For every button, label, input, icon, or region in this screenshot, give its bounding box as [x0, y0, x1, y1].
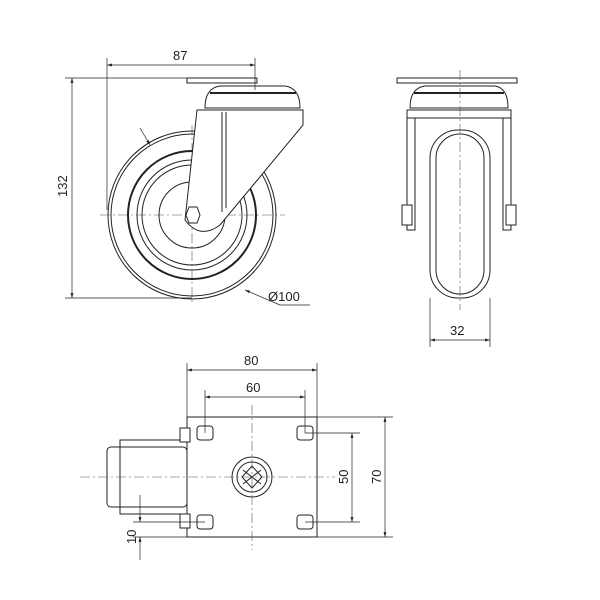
side-view: Ø100 87 132: [55, 48, 310, 306]
dim-wheel-width: 32: [450, 323, 464, 338]
dim-plate-length: 70: [369, 470, 384, 484]
dim-hole-spacing-x: 60: [246, 380, 260, 395]
dim-plate-width: 80: [244, 353, 258, 368]
dim-wheel-diameter: Ø100: [268, 289, 300, 304]
dim-hole-spacing-y: 50: [336, 470, 351, 484]
top-view: 80 60 50 70 10: [80, 353, 393, 560]
dim-overall-width: 87: [173, 48, 187, 63]
front-view: 32: [396, 70, 518, 347]
dim-overall-height: 132: [55, 175, 70, 197]
dim-offset: 10: [124, 530, 139, 544]
